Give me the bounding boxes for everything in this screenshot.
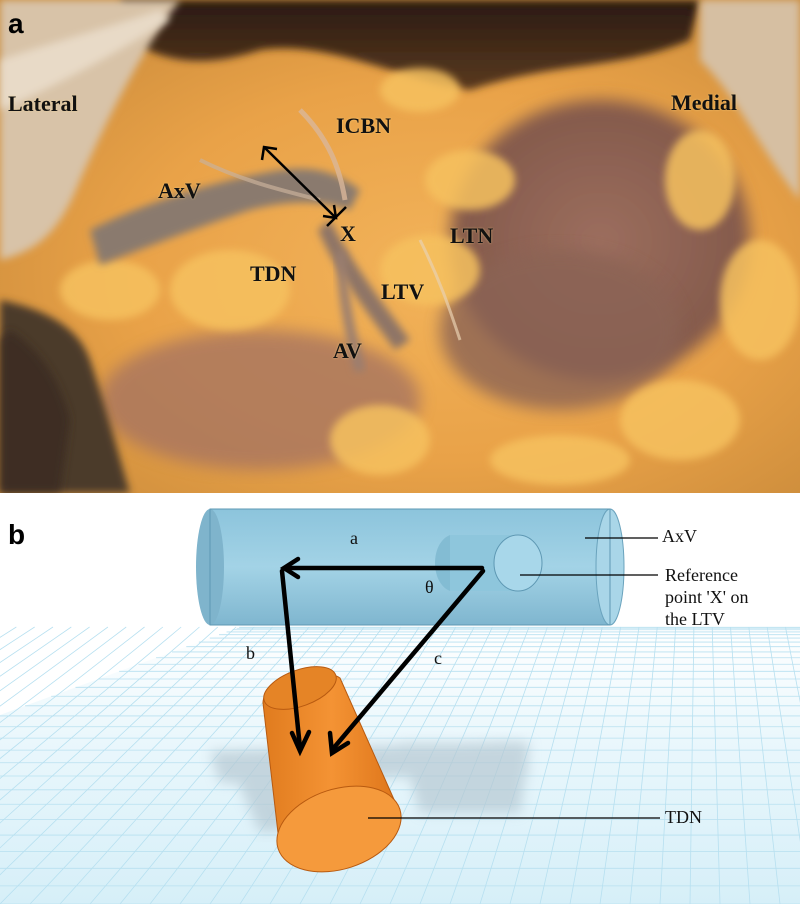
vector-a-arrowhead	[279, 556, 301, 580]
schematic-3d-diagram	[0, 508, 800, 904]
ltv-reference-cylinder	[435, 534, 543, 592]
panel-letter-a: a	[8, 8, 24, 39]
vector-c-arrowhead	[327, 730, 351, 757]
leader-lines	[368, 537, 660, 819]
angle-theta-label: θ	[425, 577, 434, 597]
panel-letter-b: b	[8, 519, 26, 550]
panel-a-photo: a Lateral Medial ICBN AxV X LTN TDN LTV …	[0, 0, 800, 493]
label-ltv: LTV	[381, 279, 425, 304]
dissection-photo	[0, 0, 800, 493]
axv-label: AxV	[662, 526, 697, 546]
label-medial: Medial	[671, 90, 737, 115]
reference-point-label-line3: the LTV	[665, 609, 725, 629]
label-x: X	[340, 221, 356, 246]
reference-point-label-line2: point 'X' on	[665, 587, 749, 607]
measurement-arrow-overlay	[260, 145, 347, 227]
label-tdn: TDN	[250, 261, 297, 286]
vector-arrows	[279, 556, 486, 757]
vector-b-arrow	[279, 568, 303, 751]
vector-c-label: c	[434, 648, 442, 668]
double-headed-arrow	[260, 145, 347, 227]
reference-point-label-line1: Reference	[665, 565, 738, 585]
vector-b-label: b	[246, 643, 255, 663]
vector-b-arrowhead	[289, 729, 312, 757]
tdn-label: TDN	[665, 807, 702, 827]
panel-b-diagram: b a b c θ AxV Reference point 'X' on the…	[0, 493, 800, 904]
vector-a-label: a	[350, 528, 358, 548]
label-av: AV	[333, 338, 362, 363]
label-ltn: LTN	[450, 223, 494, 248]
label-axv: AxV	[158, 178, 201, 203]
label-lateral: Lateral	[8, 91, 78, 116]
label-icbn: ICBN	[336, 113, 392, 138]
vector-c-arrow	[329, 568, 486, 753]
